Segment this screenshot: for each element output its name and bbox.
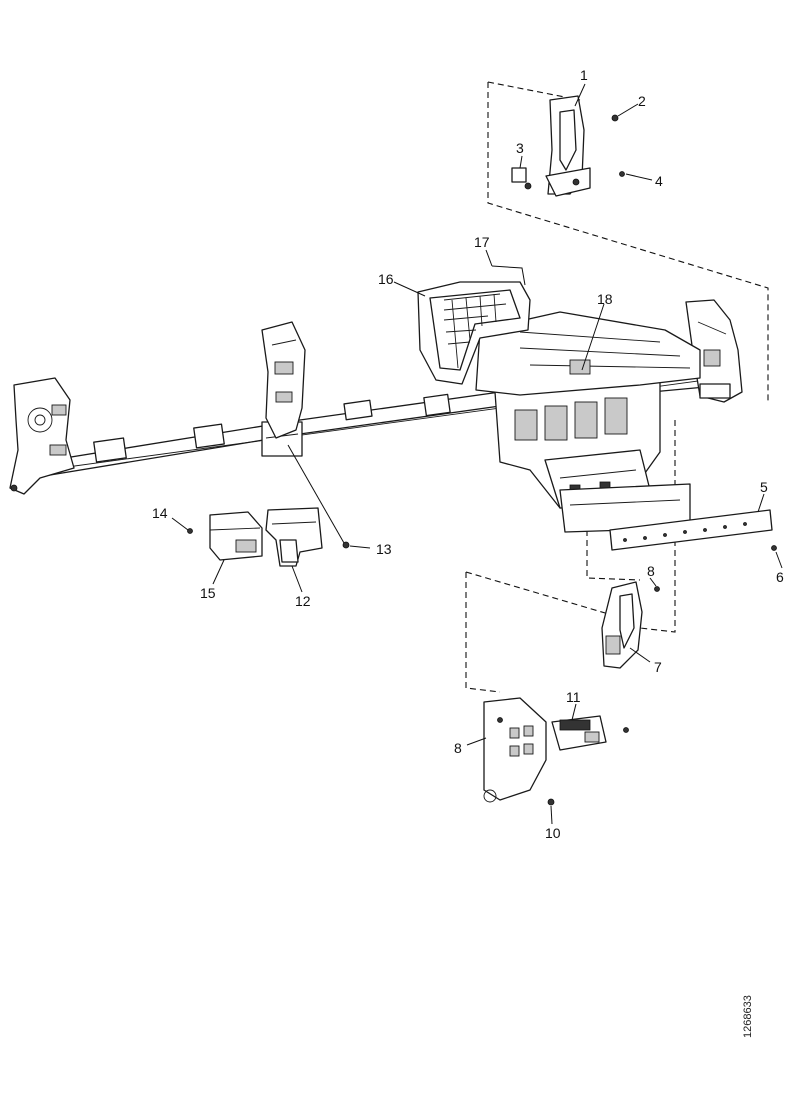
screw-4	[619, 171, 625, 177]
callout-3: 3	[516, 140, 524, 156]
callout-11: 11	[566, 689, 581, 705]
callout-1: 1	[580, 67, 588, 83]
group-boundary-top-bracket-link	[487, 81, 581, 101]
callout-8-lower: 8	[454, 740, 462, 756]
callout-8-upper: 8	[647, 563, 655, 579]
callout-13: 13	[376, 541, 392, 557]
nut-3	[511, 167, 532, 190]
reinforcement-plate-5	[609, 509, 773, 551]
catalog-number: 1268633	[742, 995, 754, 1038]
group-boundary-lower-link	[465, 571, 613, 616]
callout-6: 6	[776, 569, 784, 585]
callout-15: 15	[200, 585, 216, 601]
screw-8-upper	[654, 586, 660, 592]
module-15	[209, 511, 263, 561]
callout-5: 5	[760, 479, 768, 495]
callout-16: 16	[378, 271, 394, 287]
lower-bracket-9	[483, 697, 547, 803]
upper-bracket-1	[545, 95, 591, 197]
glove-box-16	[417, 281, 531, 385]
callout-2: 2	[638, 93, 646, 109]
callout-4: 4	[655, 173, 663, 189]
leader-lines	[171, 83, 783, 825]
left-vertical-support	[261, 321, 306, 439]
callout-17: 17	[474, 234, 490, 250]
callout-12: 12	[295, 593, 311, 609]
screw-8-lower	[497, 717, 503, 723]
callout-18: 18	[597, 291, 613, 307]
center-stack	[494, 371, 691, 533]
screw-6	[771, 545, 777, 551]
group-boundary-top-bracket	[487, 82, 769, 402]
screw-10	[547, 798, 555, 806]
group-boundary-lower-bracket	[465, 572, 501, 693]
callout-7: 7	[654, 659, 662, 675]
screw-2	[611, 114, 619, 122]
callout-10: 10	[545, 825, 561, 841]
left-end-bracket	[9, 377, 75, 495]
callout-14: 14	[152, 505, 168, 521]
group-boundary-mid	[586, 520, 641, 581]
bracket-12	[265, 507, 323, 567]
screw-14	[187, 528, 193, 534]
module-11	[551, 715, 629, 751]
screw-13	[342, 541, 350, 549]
bracket-7	[601, 581, 643, 669]
